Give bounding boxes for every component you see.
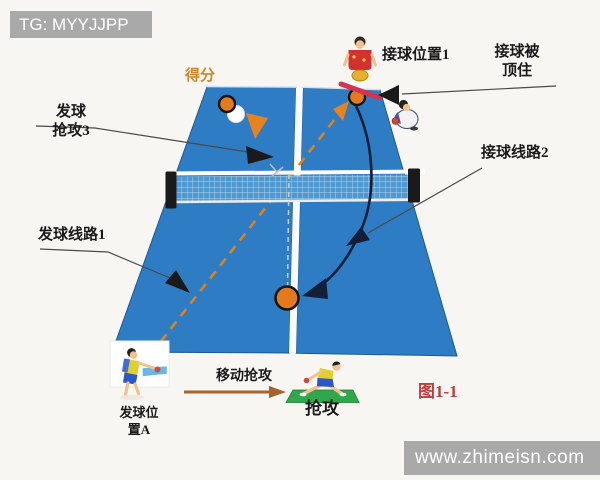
- receive-position1-label: 接球位置1: [382, 47, 450, 63]
- serve-attack3-line2: 抢攻3: [52, 123, 90, 139]
- net-post-left: [165, 171, 177, 209]
- arrowhead-icon: [378, 85, 399, 105]
- net-crossing-marks: [269, 163, 284, 177]
- receive-line2-label: 接球线路2: [481, 145, 549, 161]
- racket-icon: [338, 81, 382, 100]
- serve-trajectory-dashed-line: [149, 100, 351, 355]
- bounce-arrow-right-icon: [333, 101, 349, 121]
- arrowhead-icon: [346, 227, 370, 246]
- move-attack-arrow-icon: [184, 386, 286, 398]
- pointer-serve-line1: [39, 248, 171, 279]
- curve-arrowhead-icon: [302, 278, 328, 299]
- arrowhead-icon: [165, 270, 190, 293]
- center-dashed-guide: [286, 173, 290, 290]
- pointer-serve-attack3: [35, 125, 249, 153]
- watermark-top-left: TG: MYYJJPP: [10, 11, 152, 38]
- serve-position-a-label: 发球位 置A: [104, 404, 174, 438]
- receive-blocked-line2: 顶住: [501, 63, 532, 79]
- pointer-lines: [35, 85, 557, 279]
- blocked-player-icon: [391, 99, 419, 131]
- pointer-receive-line2: [367, 167, 483, 234]
- ball-icon: [274, 285, 300, 311]
- pointer-receive-blocked: [401, 85, 557, 95]
- receive-blocked-label: 接球被 顶住: [482, 43, 552, 81]
- attacker-player-icon: [285, 361, 360, 403]
- net-icon: [164, 168, 426, 209]
- serve-position-a-line2: 置A: [127, 422, 151, 437]
- figure-caption: 图1-1: [418, 382, 458, 401]
- serve-line1-label: 发球线路1: [38, 227, 106, 243]
- receiver-player-icon: [343, 36, 377, 82]
- serve-position-a-line1: 发球位: [119, 405, 159, 420]
- receive-blocked-line1: 接球被: [494, 44, 540, 60]
- ball-icon: [217, 94, 237, 114]
- serve-attack3-line1: 发球: [55, 104, 86, 120]
- serve-attack3-label: 发球 抢攻3: [40, 103, 102, 141]
- watermark-bottom-right: www.zhimeisn.com: [404, 441, 600, 475]
- net-post-right: [408, 168, 420, 203]
- arrowhead-icon: [246, 146, 274, 164]
- score-label: 得分: [185, 68, 216, 84]
- attack-label: 抢攻: [305, 399, 339, 418]
- bounce-arrow-left-icon: [246, 113, 268, 139]
- server-player-icon: [109, 340, 170, 401]
- move-attack-label: 移动抢攻: [216, 369, 272, 384]
